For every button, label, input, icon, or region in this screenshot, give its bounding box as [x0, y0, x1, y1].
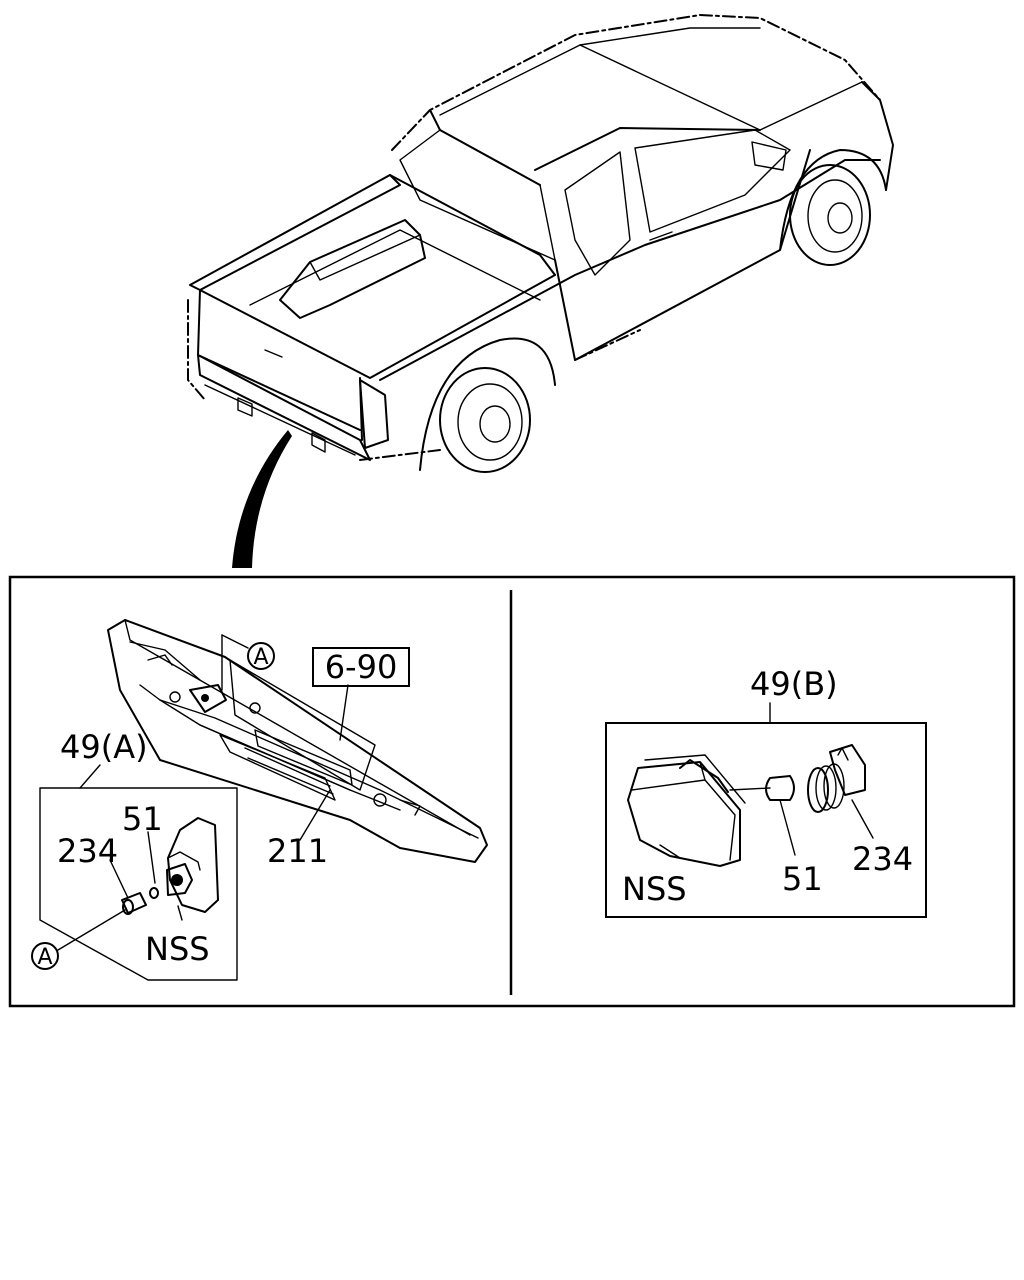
rear-bumper-illustration [107, 619, 488, 863]
pickup-truck-illustration [187, 14, 894, 568]
license-lamp-a [121, 817, 219, 915]
part-label-234-a: 234 [57, 832, 118, 870]
callout-a-circle-bottom [31, 942, 59, 970]
callout-a-label-bottom: A [37, 945, 52, 970]
callout-a-circle [247, 642, 275, 670]
part-label-51-b: 51 [782, 860, 823, 898]
callout-a-label: A [253, 645, 268, 670]
group-label-49b: 49(B) [750, 665, 838, 703]
license-lamp-b [627, 754, 746, 867]
part-label-234-b: 234 [852, 840, 913, 878]
lamp-label-nss-a: NSS [145, 930, 210, 968]
reference-label: 6-90 [325, 648, 398, 686]
reference-box [312, 647, 410, 687]
bulb-b [765, 775, 795, 801]
socket-b [807, 744, 866, 813]
part-label-51-a: 51 [122, 800, 163, 838]
detail-frame [8, 575, 1016, 1008]
group-label-49a: 49(A) [60, 728, 148, 766]
part-label-211: 211 [267, 832, 328, 870]
group-b-box [605, 722, 927, 918]
lamp-label-nss-b: NSS [622, 870, 687, 908]
